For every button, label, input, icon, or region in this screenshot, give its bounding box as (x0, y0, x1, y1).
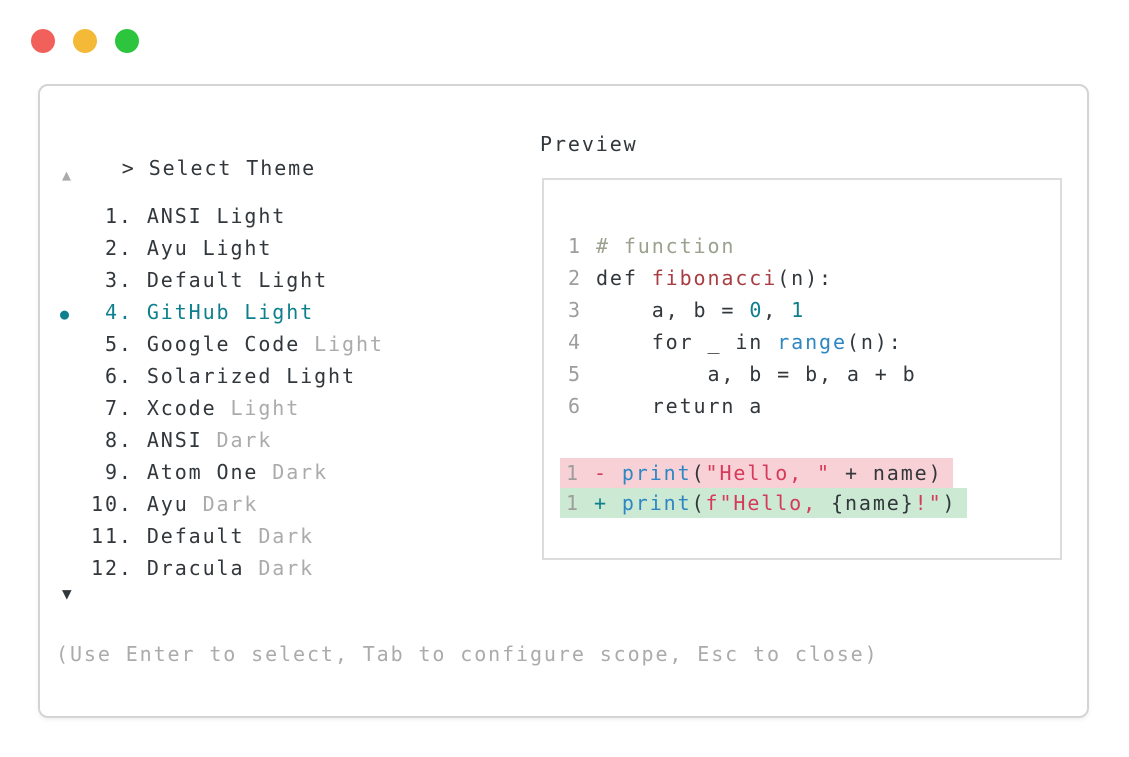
option-name: Dracula (146, 556, 245, 580)
option-name: Google Code (146, 332, 301, 356)
code-line: 2 def fibonacci(n): (544, 262, 1060, 294)
option-name: ANSI Light (146, 204, 287, 228)
help-text: (Use Enter to select, Tab to configure s… (56, 642, 879, 666)
preview-label: Preview (540, 132, 638, 156)
line-number: 1 (566, 461, 580, 485)
code-text: + print(f"Hello, {name}!") (593, 491, 957, 515)
option-variant: Dark (244, 524, 315, 548)
option-name: Ayu Light (146, 236, 273, 260)
code-text: - print("Hello, " + name) (593, 461, 943, 485)
diff-line-removed: 1 - print("Hello, " + name) (544, 458, 1060, 488)
line-number: 1 (566, 491, 580, 515)
option-name: Default Light (146, 268, 329, 292)
option-number: 9. (91, 460, 133, 484)
option-variant: Dark (188, 492, 259, 516)
theme-option[interactable]: 11. Default Dark (60, 520, 567, 552)
close-button[interactable] (31, 29, 55, 53)
option-name: Atom One (146, 460, 259, 484)
theme-option[interactable]: 8. ANSI Dark (60, 424, 567, 456)
option-variant: Light (300, 332, 384, 356)
theme-option[interactable]: 1. ANSI Light (60, 200, 567, 232)
option-variant: Dark (244, 556, 315, 580)
diff-line-added: 1 + print(f"Hello, {name}!") (544, 488, 1060, 518)
added-highlight: 1 + print(f"Hello, {name}!") (560, 488, 967, 518)
selector-title: Select Theme (148, 156, 317, 180)
option-number: 1. (91, 204, 133, 228)
option-number: 4. (91, 300, 133, 324)
theme-option[interactable]: 9. Atom One Dark (60, 456, 567, 488)
removed-highlight: 1 - print("Hello, " + name) (560, 458, 953, 488)
theme-selector-panel: > Select Theme ▲ 1. ANSI Light 2. Ayu Light… (38, 84, 1089, 718)
theme-option[interactable]: 3. Default Light (60, 264, 567, 296)
scroll-up-icon[interactable]: ▲ (62, 166, 73, 184)
option-name: Xcode (146, 396, 217, 420)
option-variant: Dark (258, 460, 329, 484)
option-number: 2. (91, 236, 133, 260)
option-name: Default (146, 524, 245, 548)
line-number: 4 (568, 330, 582, 354)
theme-option[interactable]: 10. Ayu Dark (60, 488, 567, 520)
code-text: return a (595, 394, 764, 418)
option-number: 10. (91, 492, 133, 516)
option-variant: Light (216, 396, 301, 420)
preview-pane: 1 # function 2 def fibonacci(n): 3 a, b = … (542, 178, 1062, 560)
option-name: GitHub Light (146, 300, 315, 324)
theme-option[interactable]: 5. Google Code Light (60, 328, 567, 360)
theme-option[interactable]: 6. Solarized Light (60, 360, 567, 392)
option-number: 7. (91, 396, 133, 420)
code-line: 1 # function (544, 230, 1060, 262)
option-number: 6. (91, 364, 133, 388)
code-line: 6 return a (544, 390, 1060, 422)
option-name: Ayu (146, 492, 189, 516)
code-line: 5 a, b = b, a + b (544, 358, 1060, 390)
code-text: # function (595, 234, 736, 258)
line-number: 6 (568, 394, 582, 418)
selected-bullet-icon: ● (60, 305, 71, 323)
selector-header: > Select Theme (66, 132, 316, 204)
code-text: for _ in range(n): (595, 330, 903, 354)
minimize-button[interactable] (73, 29, 97, 53)
line-number: 3 (568, 298, 582, 322)
option-variant: Dark (202, 428, 273, 452)
zoom-button[interactable] (115, 29, 139, 53)
blank-line (544, 422, 1060, 458)
option-number: 12. (91, 556, 133, 580)
theme-option[interactable]: 7. Xcode Light (60, 392, 567, 424)
option-number: 8. (91, 428, 133, 452)
code-text: def fibonacci(n): (595, 266, 833, 290)
scroll-down-icon[interactable]: ▼ (62, 584, 74, 603)
theme-option-selected[interactable]: ● 4. GitHub Light (60, 296, 567, 328)
option-number: 5. (91, 332, 133, 356)
line-number: 5 (568, 362, 582, 386)
option-name: Solarized Light (146, 364, 356, 388)
window-controls (31, 29, 139, 53)
code-text: a, b = 0, 1 (595, 298, 806, 322)
option-number: 11. (91, 524, 133, 548)
theme-list: 1. ANSI Light 2. Ayu Light 3. Default Light… (60, 200, 567, 584)
code-line: 4 for _ in range(n): (544, 326, 1060, 358)
code-line: 3 a, b = 0, 1 (544, 294, 1060, 326)
code-text: a, b = b, a + b (595, 362, 917, 386)
theme-option[interactable]: 2. Ayu Light (60, 232, 567, 264)
line-number: 2 (568, 266, 582, 290)
theme-option[interactable]: 12. Dracula Dark (60, 552, 567, 584)
option-number: 3. (91, 268, 133, 292)
code-block: 1 # function 2 def fibonacci(n): 3 a, b = … (544, 230, 1060, 518)
prompt-chevron-icon: > (121, 156, 136, 180)
line-number: 1 (568, 234, 582, 258)
option-name: ANSI (146, 428, 203, 452)
